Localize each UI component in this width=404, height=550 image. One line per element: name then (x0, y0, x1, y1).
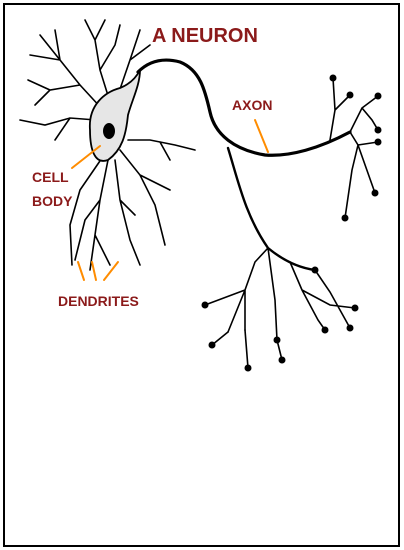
terminal-buttons (202, 75, 382, 372)
cell-body-label-line2: BODY (32, 193, 73, 209)
dendrite-pointer-2 (92, 262, 96, 280)
cell-body-label-line1: CELL (32, 169, 69, 185)
axon-collateral (228, 148, 315, 270)
nucleus (103, 123, 115, 139)
dendrite-pointer-1 (78, 262, 84, 280)
diagram-title: A NEURON (152, 25, 258, 47)
axon-pointer (255, 120, 268, 152)
axon-label: AXON (232, 97, 272, 113)
dendrites-label: DENDRITES (58, 293, 139, 309)
axon-terminals (205, 78, 378, 368)
dendrite-pointer-3 (104, 262, 118, 280)
